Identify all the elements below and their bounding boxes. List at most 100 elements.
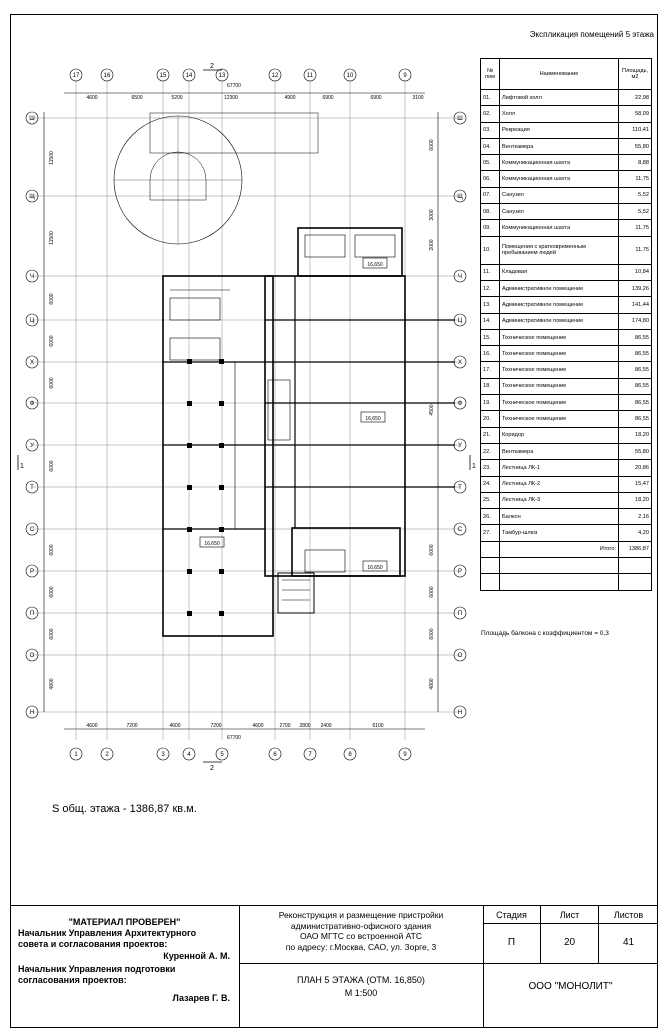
sheet-value: 20 xyxy=(541,924,599,964)
sheet-info-block: Стадия Лист Листов П 20 41 ООО "МОНОЛИТ" xyxy=(483,906,658,1028)
axis-label-right: О xyxy=(458,653,463,659)
vertical-dimension: 3000 xyxy=(429,209,435,220)
room-name: Санузел xyxy=(499,203,619,221)
room-number: 13. xyxy=(480,296,500,314)
total-value: 1386,87 xyxy=(618,540,652,559)
room-area: 139,26 xyxy=(618,279,652,298)
room-number: 01. xyxy=(480,88,500,107)
span-dimension: 6900 xyxy=(322,95,333,101)
vertical-dimension: 6000 xyxy=(49,628,55,639)
vertical-dimension: 11500 xyxy=(49,151,55,165)
room-number: 19. xyxy=(480,394,500,412)
section-mark-left: 1 xyxy=(20,463,24,470)
room-number: 21. xyxy=(480,426,500,444)
room-area: 86,55 xyxy=(618,361,652,379)
approval-name: Лазарев Г. В. xyxy=(172,993,230,1003)
section-mark-top: 2 xyxy=(210,63,214,70)
room-area: 15,47 xyxy=(618,475,652,493)
axis-label-right: Н xyxy=(458,710,462,716)
table-total-row: Итого: 1386,87 xyxy=(480,540,652,559)
room-number: 20. xyxy=(480,410,500,428)
axis-label-top: 11 xyxy=(307,73,314,79)
axis-label-bottom: 9 xyxy=(403,752,407,758)
span-dimension: 6100 xyxy=(372,723,383,729)
column-header-name: Наименование xyxy=(499,58,619,90)
axis-label-right: Ч xyxy=(458,274,462,280)
room-area: 141,44 xyxy=(618,296,652,314)
room-name: Техническое помещение xyxy=(499,410,619,428)
vertical-dimension: 6000 xyxy=(429,628,435,639)
vertical-dimension: 6000 xyxy=(49,293,55,304)
room-area: 8,88 xyxy=(618,154,652,172)
room-name: Лестница ЛК-2 xyxy=(499,475,619,493)
room-name: Техническое помещение xyxy=(499,394,619,412)
table-row xyxy=(480,573,652,591)
room-number: 23. xyxy=(480,459,500,477)
approval-line: согласования проектов: xyxy=(18,975,127,985)
section-mark-bottom: 2 xyxy=(210,765,214,772)
project-block: Реконструкция и размещение пристройки ад… xyxy=(239,906,484,1028)
vertical-dimension: 4800 xyxy=(49,678,55,689)
room-name: Административное помещение xyxy=(499,296,619,314)
project-line: административно-офисного здания xyxy=(290,920,432,931)
room-number: 22. xyxy=(480,442,500,461)
span-dimension: 2400 xyxy=(320,723,331,729)
room-area: 110,41 xyxy=(618,121,652,139)
drawing-sheet-frame xyxy=(10,14,658,1028)
room-area: 10,84 xyxy=(618,263,652,281)
sheets-value: 41 xyxy=(599,924,658,964)
room-name: Коммуникационная шахта xyxy=(499,154,619,172)
company-name: ООО "МОНОЛИТ" xyxy=(528,981,613,992)
axis-label-top: 12 xyxy=(272,73,279,79)
legend-title: Экспликация помещений 5 этажа xyxy=(529,30,654,39)
room-area: 2,16 xyxy=(618,508,652,526)
room-area: 174,80 xyxy=(618,312,652,330)
axis-label-right: Ш xyxy=(457,116,463,122)
column-header-area: Площадь, м2 xyxy=(618,58,652,90)
span-dimension: 7200 xyxy=(126,723,137,729)
room-schedule-table: № пом Наименование Площадь, м2 01.Лифтов… xyxy=(480,58,652,591)
axis-label-top: 17 xyxy=(73,73,80,79)
project-line: ОАО МГТС со встроенной АТС xyxy=(300,931,422,941)
room-name: Коммуникационная шахта xyxy=(499,170,619,188)
room-name: Венткамера xyxy=(499,442,619,461)
room-number: 24. xyxy=(480,475,500,493)
axis-label-left: П xyxy=(30,611,34,617)
sheet-label: Лист xyxy=(541,906,599,924)
vertical-dimension: 6000 xyxy=(49,377,55,388)
axis-label-bottom: 4 xyxy=(187,752,191,758)
room-number: 05. xyxy=(480,154,500,172)
room-number: 09. xyxy=(480,219,500,237)
span-dimension: 6500 xyxy=(131,95,142,101)
project-description: Реконструкция и размещение пристройки ад… xyxy=(239,906,483,964)
span-dimension: 3100 xyxy=(412,95,423,101)
overall-dimension-bottom: 67700 xyxy=(227,735,241,741)
axis-label-bottom: 7 xyxy=(308,752,312,758)
room-area: 5,52 xyxy=(618,203,652,221)
room-area: 86,55 xyxy=(618,394,652,412)
vertical-dimension: 6000 xyxy=(429,586,435,597)
axis-label-top: 10 xyxy=(347,73,354,79)
axis-label-top: 15 xyxy=(160,73,167,79)
room-area: 20,86 xyxy=(618,459,652,477)
approval-title: "МАТЕРИАЛ ПРОВЕРЕН" xyxy=(68,917,181,927)
approval-line: совета и согласования проектов: xyxy=(18,939,168,949)
room-area: 11,75 xyxy=(618,170,652,188)
level-mark: 16,650 xyxy=(367,262,383,268)
room-name: Техническое помещение xyxy=(499,361,619,379)
axis-label-top: 16 xyxy=(104,73,111,79)
room-name: Помещения с кратковременным пребыванием … xyxy=(499,235,619,265)
room-area: 18,20 xyxy=(618,426,652,444)
room-name: Административное помещение xyxy=(499,279,619,298)
room-name: Техническое помещение xyxy=(499,328,619,347)
